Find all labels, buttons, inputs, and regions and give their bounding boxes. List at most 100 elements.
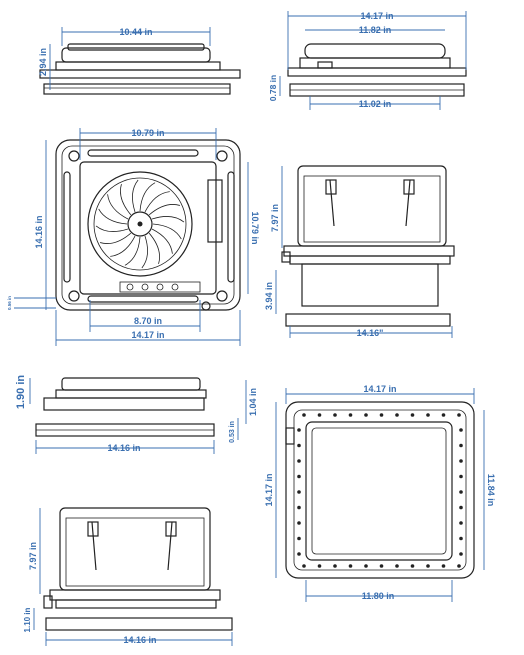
dim-label-outer: 14.17 in (360, 11, 393, 21)
screw-hole (333, 413, 337, 417)
screw-hole (459, 552, 463, 556)
base-outline (289, 255, 451, 265)
corner-screw (68, 150, 80, 162)
screw-hole (459, 521, 463, 525)
open-lid-inner (303, 175, 441, 243)
bottom-view-frame: 14.17 in 14.17 in 11.84 in 11.80 in (264, 384, 496, 602)
dim-label-width: 14.16" (357, 328, 384, 338)
control-knob-icon (171, 283, 179, 291)
inner-frame-edge (293, 409, 467, 571)
dim-label-flange: 1.04 in (248, 388, 258, 416)
opening-inner (311, 427, 447, 555)
fan-blade (132, 179, 139, 213)
screw-hole (333, 564, 337, 568)
slot-right (227, 171, 235, 283)
corner-screw (216, 150, 228, 162)
control-knob-icon (156, 283, 164, 291)
control-knob-icon (126, 283, 134, 291)
lower-body (301, 263, 439, 307)
fan-blade (95, 225, 129, 232)
screw-hole (302, 564, 306, 568)
screw-hole (348, 413, 353, 417)
screw-holes (297, 413, 463, 568)
arm-bracket (403, 179, 415, 195)
dim-label-inner: 11.80 in (362, 591, 395, 601)
opening-outer (305, 421, 453, 561)
screw-hole (410, 413, 415, 417)
fan-blade (110, 235, 136, 257)
dim-label-bottom: 8.70 in (134, 316, 162, 326)
base-outline (39, 69, 241, 79)
flange-outline (49, 589, 221, 601)
knob-icon (201, 301, 211, 311)
side-panel (207, 179, 223, 243)
dim-label-height: 1.90 in (15, 375, 27, 410)
dim-label-height: 2.94 in (38, 48, 48, 76)
fan-blade (99, 232, 132, 244)
screw-hole (379, 564, 384, 568)
arm-bracket (325, 179, 337, 195)
dim-label-total: 14.17 in (131, 330, 164, 340)
screw-hole (297, 474, 301, 479)
hinge-block (281, 251, 291, 263)
dim-label-lower: 3.94 in (264, 282, 274, 310)
fan-blade (141, 235, 148, 269)
screw-hole (317, 564, 322, 568)
screw-hole (459, 428, 463, 432)
side-tab (285, 427, 295, 445)
screw-hole (441, 413, 446, 417)
lift-arm-left (91, 521, 97, 571)
dim-label-lower: 1.10 in (23, 607, 32, 632)
corner-screw (216, 290, 228, 302)
fan-blade (152, 223, 182, 240)
slot-left (63, 171, 71, 283)
dim-label-width: 14.16 in (123, 635, 156, 645)
dim-label-width: 10.44 in (119, 27, 152, 37)
screw-hole (395, 564, 399, 568)
fan-blade (148, 204, 181, 216)
screw-hole (297, 443, 301, 448)
screw-hole (297, 521, 301, 525)
base-outline (287, 67, 467, 77)
screw-hole (395, 413, 399, 417)
fan-ring-inner (93, 177, 187, 271)
fan-ring (87, 171, 193, 277)
lift-arm-right (167, 521, 173, 571)
screw-hole (459, 490, 463, 494)
top-view-fan: 10.79 in 14.16 in 10.79 in 8.70 in 14.17… (7, 128, 260, 346)
lift-arm-left (329, 179, 335, 227)
dim-label-upper: 7.97 in (270, 204, 280, 232)
dim-label-right: 10.79 in (250, 211, 260, 244)
dim-label-left: 14.16 in (34, 215, 44, 248)
fan-blade (151, 216, 185, 223)
screw-hole (457, 564, 461, 568)
screw-hole (297, 505, 301, 510)
dim-label-left: 14.17 in (264, 473, 274, 506)
screw-hole (364, 413, 368, 417)
bottom-frame (45, 617, 233, 631)
arm-bracket (165, 521, 177, 537)
dim-label-height: 0.78 in (268, 75, 278, 101)
base-outline (55, 599, 217, 609)
fan-blade (120, 183, 132, 216)
screw-hole (297, 552, 301, 556)
open-lid-inner (65, 517, 205, 587)
dim-label-right: 11.84 in (486, 474, 496, 507)
screw-hole (457, 413, 461, 417)
control-knob-icon (141, 283, 149, 291)
fan-center (137, 221, 143, 227)
dim-label-inner: 11.82 in (359, 25, 392, 35)
dim-label-outer: 14.17 in (363, 384, 396, 394)
dim-label-base: 11.02 in (359, 99, 392, 109)
fan-blade (124, 236, 141, 266)
screw-hole (426, 413, 430, 417)
flange-outline (55, 389, 207, 399)
screw-hole (364, 564, 368, 568)
flange-outline (55, 61, 221, 71)
fan-blades (95, 179, 185, 269)
outer-frame (55, 139, 241, 311)
lift-arm-right (405, 179, 411, 227)
lid-top-outline (67, 43, 205, 51)
screw-hole (459, 505, 463, 510)
outer-frame (285, 401, 475, 579)
